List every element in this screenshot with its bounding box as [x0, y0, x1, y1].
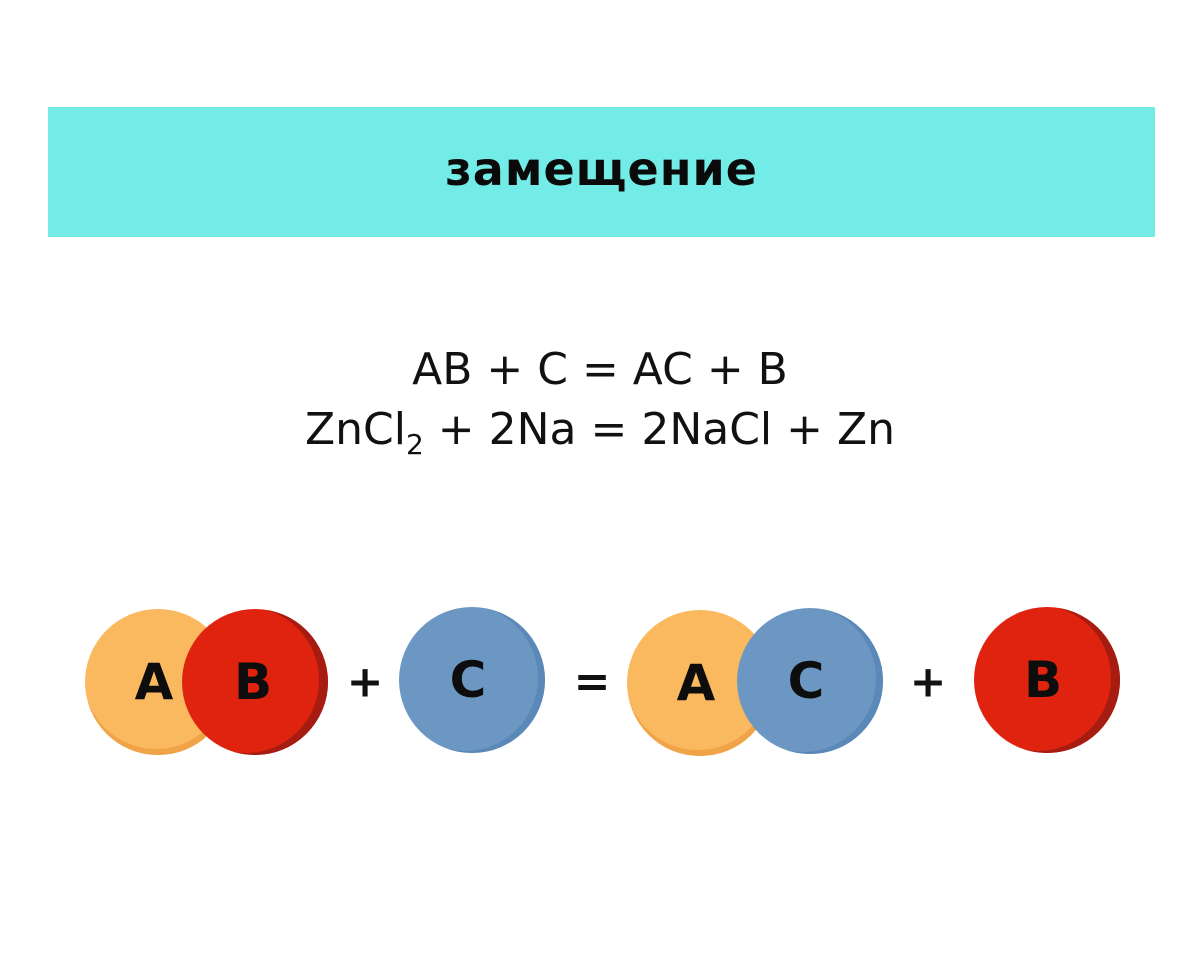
example-equation: ZnCl2 + 2Na = 2NaCl + Zn: [0, 400, 1200, 460]
example-equation-part1: ZnCl: [304, 404, 406, 455]
equations-block: AB + C = AC + B ZnCl2 + 2Na = 2NaCl + Zn: [0, 340, 1200, 460]
atom-b-product: B: [974, 607, 1120, 753]
atom-c-product: C: [737, 608, 883, 754]
atom-b-reactant: B: [182, 609, 328, 755]
atom-c-reactant: C: [399, 607, 545, 753]
atom-b-label: B: [233, 653, 273, 711]
atom-c-product-label: C: [787, 652, 825, 710]
atom-b-product-label: B: [1023, 651, 1063, 709]
atom-c-label: C: [449, 651, 487, 709]
example-equation-part2: + 2Na = 2NaCl + Zn: [423, 404, 896, 455]
title-banner: замещение: [48, 107, 1155, 237]
page-title: замещение: [445, 142, 758, 196]
plus-sign-reactants: +: [346, 656, 384, 708]
atom-a-label: A: [134, 653, 174, 711]
equals-sign: =: [573, 656, 611, 708]
plus-sign-products: +: [909, 656, 947, 708]
atom-a-product-label: A: [676, 654, 716, 712]
general-equation: AB + C = AC + B: [412, 344, 788, 395]
example-equation-subscript: 2: [405, 428, 424, 461]
